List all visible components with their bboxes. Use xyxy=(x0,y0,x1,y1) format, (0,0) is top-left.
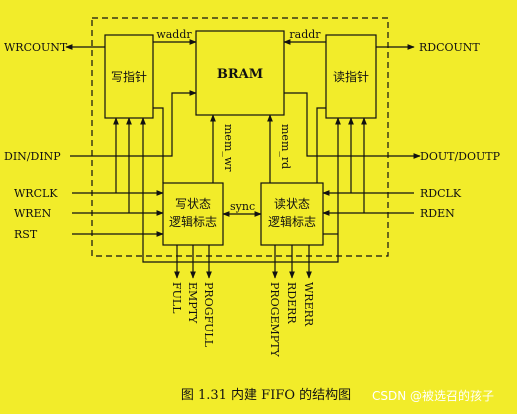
rden-label: RDEN xyxy=(420,207,455,220)
write-state-block xyxy=(162,182,224,246)
empty-label: EMPTY xyxy=(186,282,199,324)
mem-rd-label: mem_rd xyxy=(279,124,292,169)
mem-wr-label: mem_wr xyxy=(222,124,235,172)
raddr-label: raddr xyxy=(289,28,321,41)
write-pointer-label: 写指针 xyxy=(111,69,147,84)
full-label: FULL xyxy=(170,282,183,314)
sync-label: sync xyxy=(230,200,255,213)
wrerr-label: WRERR xyxy=(302,282,315,327)
rderr-label: RDERR xyxy=(285,282,298,324)
write-state-label-2: 逻辑标志 xyxy=(169,215,217,229)
rst-shared-bus xyxy=(142,234,339,263)
bram-block xyxy=(195,30,285,116)
waddr-label: waddr xyxy=(156,28,192,41)
din-path xyxy=(70,90,197,157)
figure-caption: 图 1.31 内建 FIFO 的结构图 xyxy=(181,387,351,403)
write-state-label-1: 写状态 xyxy=(175,197,211,211)
rdcount-label: RDCOUNT xyxy=(419,41,480,54)
read-state-block xyxy=(260,182,324,246)
wrclk-label: WRCLK xyxy=(14,187,58,200)
progfull-label: PROGFULL xyxy=(202,282,215,348)
rst-label: RST xyxy=(14,228,38,241)
csdn-watermark: CSDN @被选召的孩子 xyxy=(372,388,494,403)
dout-label: DOUT/DOUTP xyxy=(420,150,501,163)
progempty-label: PROGEMPTY xyxy=(268,282,281,358)
bram-label: BRAM xyxy=(217,67,263,82)
din-label: DIN/DINP xyxy=(4,150,61,163)
rptr-to-rstate xyxy=(316,107,326,183)
wptr-to-wstate xyxy=(153,107,164,183)
dout-path xyxy=(284,92,421,159)
read-state-label-2: 逻辑标志 xyxy=(268,215,316,229)
wren-label: WREN xyxy=(14,207,52,220)
wrcount-label: WRCOUNT xyxy=(4,41,68,54)
read-state-label-1: 读状态 xyxy=(274,197,310,211)
read-pointer-label: 读指针 xyxy=(333,69,369,84)
rdclk-label: RDCLK xyxy=(420,187,462,200)
fifo-boundary xyxy=(91,17,389,257)
